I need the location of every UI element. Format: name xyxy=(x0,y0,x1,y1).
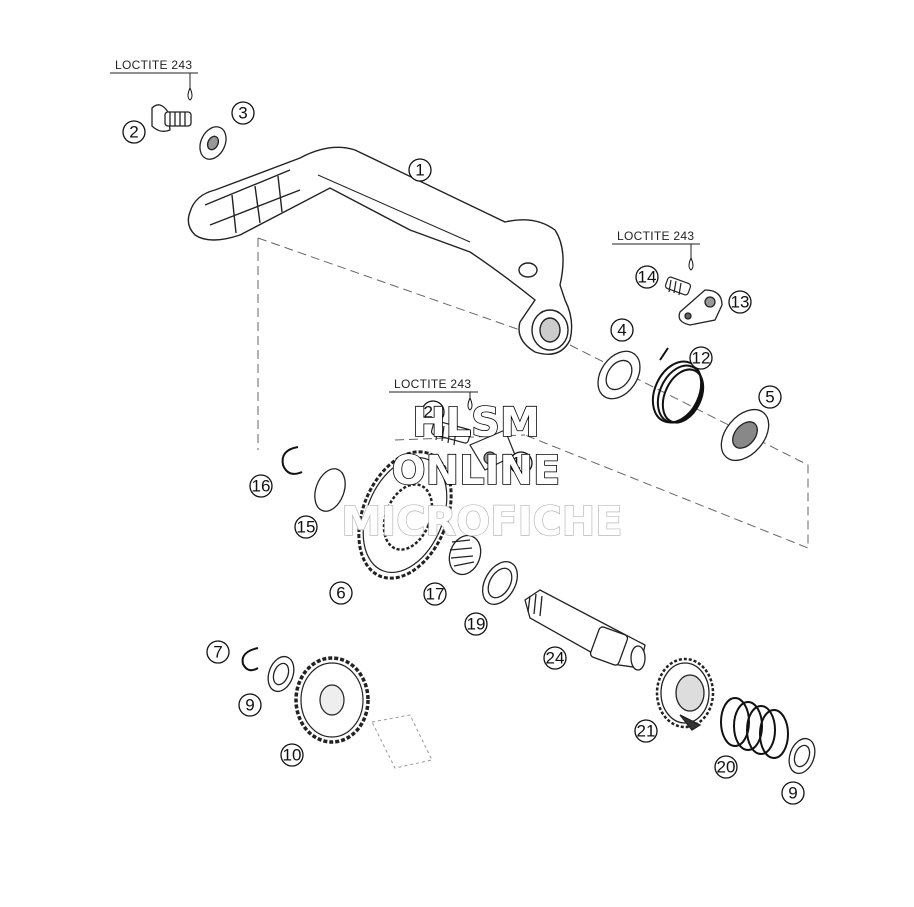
washer-19[interactable] xyxy=(476,556,525,611)
watermark-line-2: ONLINE xyxy=(392,448,561,494)
washer-4[interactable] xyxy=(589,343,648,406)
callout-15[interactable]: 15 xyxy=(294,515,318,539)
watermark: HLSM ONLINE MICROFICHE xyxy=(341,399,624,546)
circlip-7[interactable] xyxy=(241,647,259,672)
svg-text:21: 21 xyxy=(637,722,656,741)
svg-text:9: 9 xyxy=(245,696,254,715)
needle-bearing-17[interactable] xyxy=(444,531,486,579)
svg-text:2: 2 xyxy=(129,123,138,142)
watermark-line-3: MICROFICHE xyxy=(341,499,622,545)
loctite-drop-icons xyxy=(187,86,694,411)
washer-5[interactable] xyxy=(712,401,778,470)
svg-text:17: 17 xyxy=(426,585,445,604)
svg-text:24: 24 xyxy=(546,649,565,668)
callout-20[interactable]: 20 xyxy=(714,755,738,779)
svg-text:20: 20 xyxy=(717,758,736,777)
callout-5[interactable]: 5 xyxy=(758,385,782,409)
kick-shaft-24[interactable] xyxy=(524,589,646,671)
svg-text:23: 23 xyxy=(424,403,443,422)
compression-spring-20[interactable] xyxy=(720,697,789,759)
callout-16[interactable]: 16 xyxy=(249,474,273,498)
callout-10[interactable]: 10 xyxy=(280,743,304,767)
svg-text:9: 9 xyxy=(788,784,797,803)
callout-14[interactable]: 14 xyxy=(635,265,659,289)
loctite-label: LOCTITE 243 xyxy=(115,58,192,72)
washer-9-right[interactable] xyxy=(785,735,820,777)
callout-3[interactable]: 3 xyxy=(231,101,255,125)
loctite-label: LOCTITE 243 xyxy=(617,229,694,243)
callout-19[interactable]: 19 xyxy=(464,612,488,636)
callout-9-right[interactable]: 9 xyxy=(781,781,805,805)
svg-text:4: 4 xyxy=(617,321,626,340)
assembly-lines xyxy=(257,237,809,549)
svg-text:15: 15 xyxy=(297,518,316,537)
callout-7[interactable]: 7 xyxy=(206,640,230,664)
loctite-label: LOCTITE 243 xyxy=(394,377,471,391)
callout-23[interactable]: 23 xyxy=(421,400,445,424)
bracket-13[interactable] xyxy=(678,289,723,326)
svg-text:13: 13 xyxy=(731,293,750,312)
kick-gear-6[interactable] xyxy=(341,438,468,592)
svg-text:19: 19 xyxy=(467,615,486,634)
svg-text:12: 12 xyxy=(692,349,711,368)
callout-4[interactable]: 4 xyxy=(610,318,634,342)
callout-18[interactable]: 18 xyxy=(509,451,533,475)
svg-text:6: 6 xyxy=(336,584,345,603)
callout-9-left[interactable]: 9 xyxy=(238,693,262,717)
circlip-16[interactable] xyxy=(281,446,303,475)
callout-21[interactable]: 21 xyxy=(634,719,658,743)
callouts: 1 2 3 4 5 6 7 9 10 12 13 14 15 16 17 18 … xyxy=(122,101,805,805)
svg-text:18: 18 xyxy=(512,454,531,473)
svg-text:10: 10 xyxy=(283,746,302,765)
countersunk-screw[interactable] xyxy=(151,104,192,132)
watermark-line-1: HLSM xyxy=(412,400,540,446)
washer-3[interactable] xyxy=(195,123,231,164)
svg-text:16: 16 xyxy=(252,477,271,496)
svg-text:5: 5 xyxy=(765,388,774,407)
svg-text:7: 7 xyxy=(213,643,222,662)
bolt-14[interactable] xyxy=(664,276,692,296)
ratchet-gear-21[interactable] xyxy=(655,657,715,731)
svg-text:14: 14 xyxy=(638,268,657,287)
callout-24[interactable]: 24 xyxy=(543,646,567,670)
washer-9-left[interactable] xyxy=(264,653,299,695)
callout-13[interactable]: 13 xyxy=(728,290,752,314)
callout-12[interactable]: 12 xyxy=(689,346,713,370)
callout-1[interactable]: 1 xyxy=(408,158,432,182)
idler-gear-10[interactable] xyxy=(294,656,370,744)
callout-6[interactable]: 6 xyxy=(329,581,353,605)
loctite-labels: LOCTITE 243 LOCTITE 243 LOCTITE 243 xyxy=(110,58,700,398)
svg-text:3: 3 xyxy=(238,104,247,123)
washer-15[interactable] xyxy=(309,465,350,516)
callout-2[interactable]: 2 xyxy=(122,120,146,144)
bearing-outline xyxy=(371,714,433,769)
callout-17[interactable]: 17 xyxy=(423,582,447,606)
kick-starter-lever[interactable] xyxy=(187,146,573,355)
svg-text:1: 1 xyxy=(415,161,424,180)
